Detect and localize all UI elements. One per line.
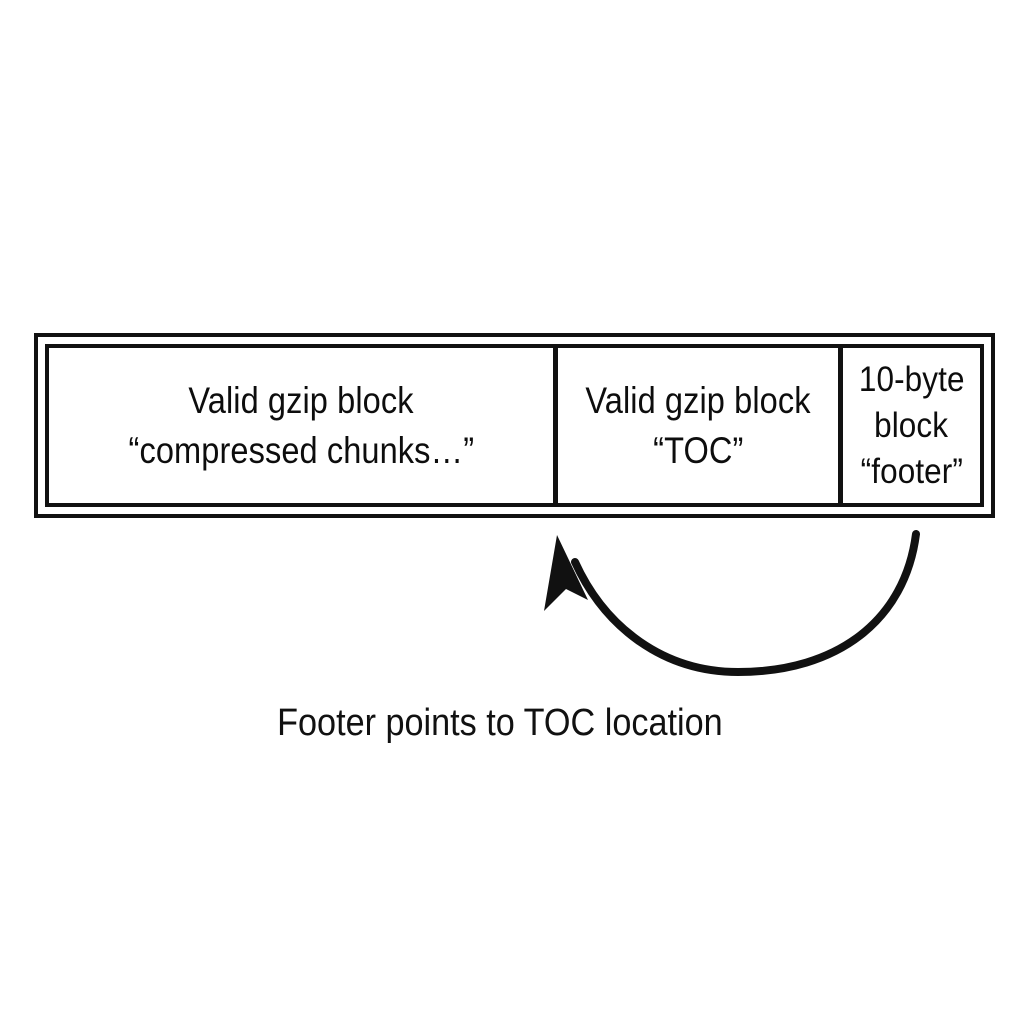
block-footer-line2: block	[874, 405, 949, 445]
block-compressed-chunks[interactable]: Valid gzip block “compressed chunks…”	[49, 348, 553, 503]
block-footer-line3: “footer”	[860, 451, 963, 491]
arrow-caption: Footer points to TOC location	[0, 700, 1024, 746]
arrow-curve	[571, 530, 920, 677]
gzip-file-strip: Valid gzip block “compressed chunks…” Va…	[34, 333, 995, 518]
block-toc[interactable]: Valid gzip block “TOC”	[553, 348, 838, 503]
block-footer-line1: 10-byte	[858, 359, 965, 399]
block-footer[interactable]: 10-byte block “footer”	[838, 348, 980, 503]
arrow-head	[544, 535, 588, 611]
gzip-file-strip-inner: Valid gzip block “compressed chunks…” Va…	[45, 344, 984, 507]
arrow-caption-text: Footer points to TOC location	[276, 702, 723, 744]
block-compressed-chunks-line1: Valid gzip block	[188, 379, 414, 421]
block-toc-line1: Valid gzip block	[585, 379, 811, 421]
block-toc-line2: “TOC”	[652, 429, 744, 471]
block-compressed-chunks-line2: “compressed chunks…”	[128, 429, 474, 471]
